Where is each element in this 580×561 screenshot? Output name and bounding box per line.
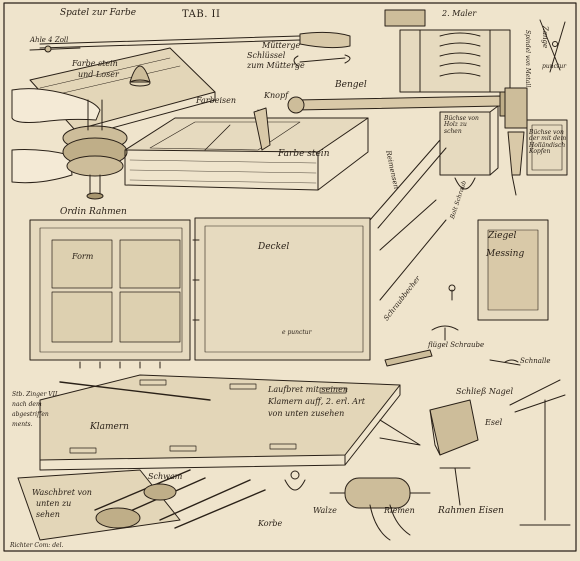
awl: [29, 45, 81, 53]
wrench: [293, 54, 351, 67]
label-lid: Deckel: [258, 242, 290, 252]
label-trestle: Esel: [485, 418, 503, 427]
frisket-frame: [192, 217, 371, 361]
hammer: [439, 467, 471, 506]
label-key: Schlüssel: [247, 51, 286, 60]
washing-board: [17, 469, 266, 541]
label-wooden-box: Büchse von Holz zu schen: [444, 115, 479, 135]
label-washing-board: Waschbret von: [32, 488, 92, 497]
buckle: [489, 359, 521, 366]
label-painter: 2. Maler: [442, 9, 477, 18]
artist-credit: Richter Com: del.: [10, 542, 64, 549]
label-nut: Mütterge: [262, 41, 301, 50]
label-to-nut: zum Mütterge: [247, 61, 305, 70]
plate-border: [3, 2, 577, 552]
ink-trough: [124, 117, 369, 191]
label-basket: Korbe: [258, 519, 283, 528]
label-handwritten-3: abgestriffen: [12, 411, 49, 418]
label-lock-nail: Schließ Nagel: [456, 387, 514, 396]
label-ink-stone: Farbe stein: [278, 149, 330, 159]
label-clamps: Klamern: [90, 422, 129, 432]
brass-plate: [477, 219, 549, 321]
vertical-spindle: [504, 87, 528, 196]
tool-file: [384, 349, 433, 367]
spindle-block: [384, 9, 511, 93]
compasses: [379, 419, 421, 446]
label-strap: Riemen: [384, 506, 415, 515]
label-pliers-punctur: punctur: [542, 63, 567, 70]
label-pliers: Zange: [541, 26, 549, 49]
tympan-frame: [29, 219, 191, 369]
label-brick: Ziegel: [488, 231, 517, 241]
label-running-board: Laufbret mit seinen: [268, 385, 348, 394]
label-form: Form: [72, 252, 94, 261]
dutch-box: [526, 119, 568, 176]
label-washing-board-2: unten zu: [36, 499, 72, 508]
roller: [329, 477, 431, 541]
ink-knife: [253, 107, 271, 151]
label-wing-screw: flügel Schraube: [428, 341, 485, 349]
wooden-box: [439, 105, 499, 190]
label-running-board-3: von unten zusehen: [268, 409, 345, 418]
muller-cone: [129, 65, 151, 87]
label-washing-board-3: sehen: [36, 510, 60, 519]
wedge-block: [429, 399, 479, 456]
label-knob: Knopf: [264, 91, 289, 100]
pliers: [539, 19, 566, 73]
label-press-bar: Bengel: [335, 80, 367, 90]
label-grinding-stone: Farbe stein: [72, 59, 118, 68]
label-sponge: Schwam: [148, 472, 183, 481]
label-handwritten-2: nach dem: [12, 401, 42, 408]
label-ink-knife: Farbeisen: [196, 96, 237, 105]
label-handwritten-4: ments.: [12, 421, 33, 428]
label-brass: Messing: [486, 249, 525, 259]
label-buckle: Schnalle: [520, 357, 551, 365]
label-handwritten-1: Stb. Zinger VII.: [12, 391, 60, 398]
tongs: [509, 379, 571, 526]
running-board: [39, 374, 401, 471]
plate-number: TAB. II: [182, 9, 221, 20]
label-spatula: Spatel zur Farbe: [60, 8, 137, 18]
label-roller: Walze: [313, 506, 337, 515]
wing-screw: [431, 284, 459, 341]
label-awl: Ahle 4 Zoll: [30, 36, 69, 44]
label-metal-spindle: Spindel von Metall: [524, 30, 531, 88]
sponge: [95, 483, 177, 529]
spatula: [39, 31, 351, 49]
hands-with-ink-balls: [11, 88, 128, 200]
label-dutch-box: Büchse von der mit dem Holländisch Kopfe…: [529, 129, 567, 155]
label-punctur: e punctur: [282, 329, 312, 336]
label-running-board-2: Klamern auff, 2. erl. Art: [268, 397, 366, 406]
label-muller: und Loser: [78, 70, 119, 79]
basket: [284, 470, 306, 491]
diagonal-rods: [369, 139, 447, 301]
label-frame: Ordin Rahmen: [60, 207, 127, 217]
label-frame-iron: Rahmen Eisen: [438, 506, 504, 516]
